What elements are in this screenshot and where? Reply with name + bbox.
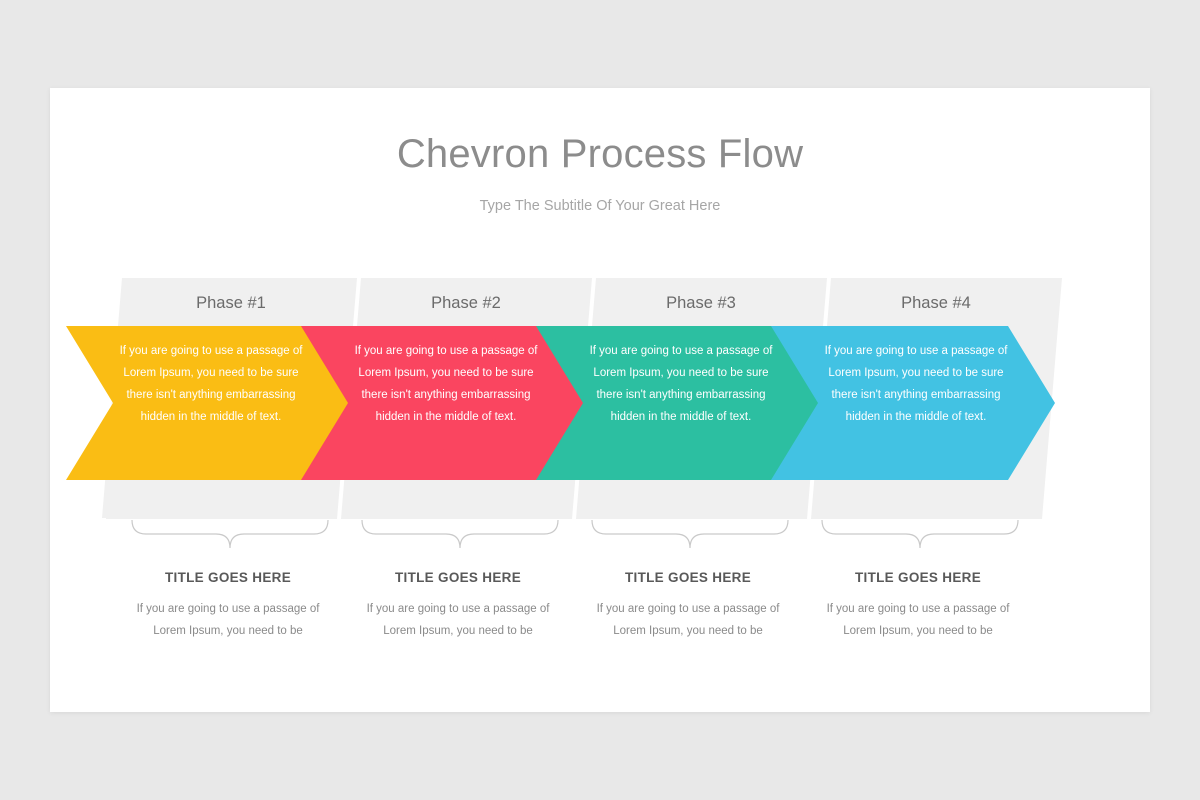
- phase-body-2: If you are going to use a passage of Lor…: [354, 345, 538, 423]
- footer-title-1: TITLE GOES HERE: [164, 570, 291, 585]
- chevron-shapes: [66, 278, 1062, 519]
- footer-block-3: TITLE GOES HERE If you are going to use …: [593, 570, 783, 642]
- slide-canvas: Chevron Process Flow Type The Subtitle O…: [50, 88, 1150, 712]
- footer-block-2: TITLE GOES HERE If you are going to use …: [363, 570, 553, 642]
- brace-2: [361, 519, 559, 549]
- chevrons-group: [66, 326, 1055, 480]
- footer-desc-4: If you are going to use a passage of Lor…: [826, 603, 1010, 637]
- phase-body-1: If you are going to use a passage of Lor…: [119, 345, 303, 423]
- phase-label-2: Phase #2: [431, 294, 501, 312]
- phase-label-1: Phase #1: [196, 294, 266, 312]
- footer-title-2: TITLE GOES HERE: [394, 570, 521, 585]
- footer-block-4: TITLE GOES HERE If you are going to use …: [823, 570, 1013, 642]
- chevron-phase-1[interactable]: [66, 326, 350, 480]
- brace-group: [131, 519, 1019, 549]
- phase-label-3: Phase #3: [666, 294, 736, 312]
- page-title: Chevron Process Flow: [396, 132, 804, 176]
- footer-block-1: TITLE GOES HERE If you are going to use …: [133, 570, 323, 642]
- chevron-phase-2[interactable]: [301, 326, 585, 480]
- phase-label-4: Phase #4: [901, 294, 971, 312]
- footer-desc-1: If you are going to use a passage of Lor…: [136, 603, 320, 637]
- brace-1: [131, 519, 329, 549]
- page-subtitle: Type The Subtitle Of Your Great Here: [479, 198, 721, 214]
- footer-title-3: TITLE GOES HERE: [624, 570, 751, 585]
- footer-desc-2: If you are going to use a passage of Lor…: [366, 603, 550, 637]
- chevron-phase-3[interactable]: [536, 326, 820, 480]
- chevron-phase-4[interactable]: [771, 326, 1055, 480]
- footer-desc-3: If you are going to use a passage of Lor…: [596, 603, 780, 637]
- phase-body-4: If you are going to use a passage of Lor…: [824, 345, 1008, 423]
- chevron-process-band: Phase #1 Phase #2 Phase #3 Phase #4 If y…: [50, 278, 1150, 523]
- brace-3: [591, 519, 789, 549]
- brace-4: [821, 519, 1019, 549]
- footer-title-4: TITLE GOES HERE: [854, 570, 981, 585]
- phase-body-3: If you are going to use a passage of Lor…: [589, 345, 773, 423]
